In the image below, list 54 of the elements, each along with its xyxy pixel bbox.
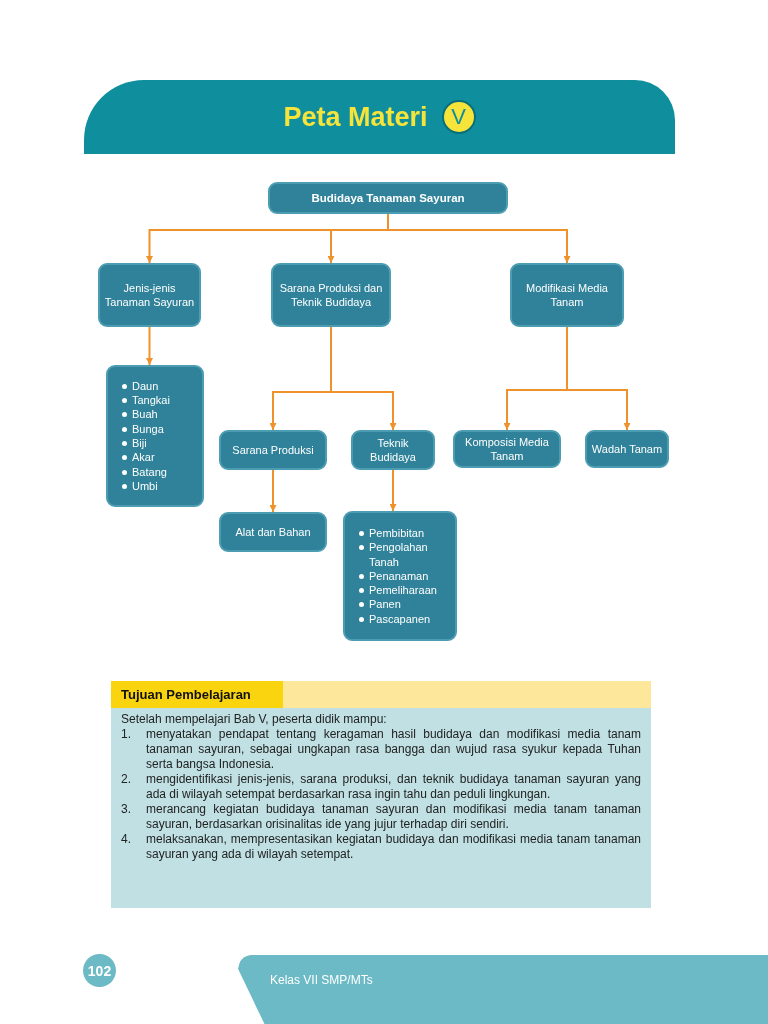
page-number: 102: [83, 954, 116, 987]
objective-text: menyatakan pendapat tentang keragaman hasil budidaya dan modifikasi media tanam tanaman sayuran, sebagai ungkapan rasa bangga dan wujud rasa syukur kepada Tuhan serta bangsa Indonesia.: [146, 727, 641, 772]
arrow: [330, 326, 397, 431]
arrow: [146, 326, 153, 366]
arrow: [389, 469, 397, 512]
item-number: 2.: [121, 772, 132, 788]
topic-box: [585, 430, 669, 468]
topic-box: [510, 263, 624, 327]
objective-text: merancang kegiatan budidaya tanaman sayuran dan modifikasi media tanam tanaman sayuran, berdasarkan orisinalitas ide yang jujur terhadap diri sendiri.: [146, 802, 641, 832]
topic-box: [268, 182, 508, 214]
list-item: Daun: [132, 378, 159, 394]
topic-text: Modifikasi Media Tanam: [525, 280, 609, 310]
list-box: [343, 511, 457, 641]
list-item: Tangkai: [132, 393, 170, 408]
topic-box: [271, 263, 391, 327]
topic-text: Budidaya Tanaman Sayuran: [311, 190, 465, 206]
arrow: [269, 469, 277, 513]
objectives-heading: Tujuan Pembelajaran: [111, 681, 283, 708]
topic-text: Sarana Produksi dan Teknik Budidaya: [278, 280, 384, 310]
list-item: Pengolahan Tanah: [369, 540, 429, 569]
topic-text: Teknik Budidaya: [369, 435, 417, 465]
item-number: 4.: [121, 832, 132, 848]
list-item: Biji: [132, 436, 147, 451]
list-item: Panen: [369, 597, 401, 612]
list-item: Umbi: [132, 478, 158, 494]
topic-box: [351, 430, 435, 470]
list-item: Akar: [132, 450, 155, 465]
objective-text: melaksanakan, mempresentasikan kegiatan budidaya dan modifikasi media tanam tanaman sayuran yang ada di wilayah setempat.: [146, 832, 641, 862]
objective-text: mengidentifikasi jenis-jenis, sarana produksi, dan teknik budidaya tanaman sayuran yang ada di wilayah setempat berdasarkan rasa ingin tahu dan peduli lingkungan.: [146, 772, 641, 802]
topic-text: Alat dan Bahan: [235, 524, 311, 540]
list-box: [106, 365, 204, 507]
topic-box: [219, 430, 327, 470]
topic-text: Sarana Produksi: [232, 442, 314, 458]
intro-text: Setelah mempelajari Bab V, peserta didik mampu:: [121, 712, 388, 727]
chapter-badge: V: [441, 100, 476, 134]
topic-box: [98, 263, 201, 327]
list-item: Pembibitan: [369, 525, 425, 541]
list-item: Pascapanen: [369, 611, 431, 627]
arrow: [387, 213, 571, 264]
list-item: Pemeliharaan: [369, 583, 437, 598]
list-item: Bunga: [132, 421, 164, 436]
topic-text: Jenis-jenis Tanaman Sayuran: [104, 280, 195, 310]
list-item: Buah: [132, 407, 158, 422]
footer-text: Kelas VII SMP/MTs: [270, 973, 373, 987]
list-item: Penanaman: [369, 568, 429, 584]
arrow: [566, 326, 631, 431]
item-number: 1.: [121, 727, 132, 743]
topic-text: Wadah Tanam: [591, 441, 663, 457]
item-number: 3.: [121, 802, 132, 818]
list-item: Batang: [132, 464, 167, 479]
topic-box: [453, 430, 561, 468]
topic-box: [219, 512, 327, 552]
topic-text: Komposisi Media Tanam: [464, 434, 550, 464]
page-title: Peta Materi: [283, 101, 428, 133]
